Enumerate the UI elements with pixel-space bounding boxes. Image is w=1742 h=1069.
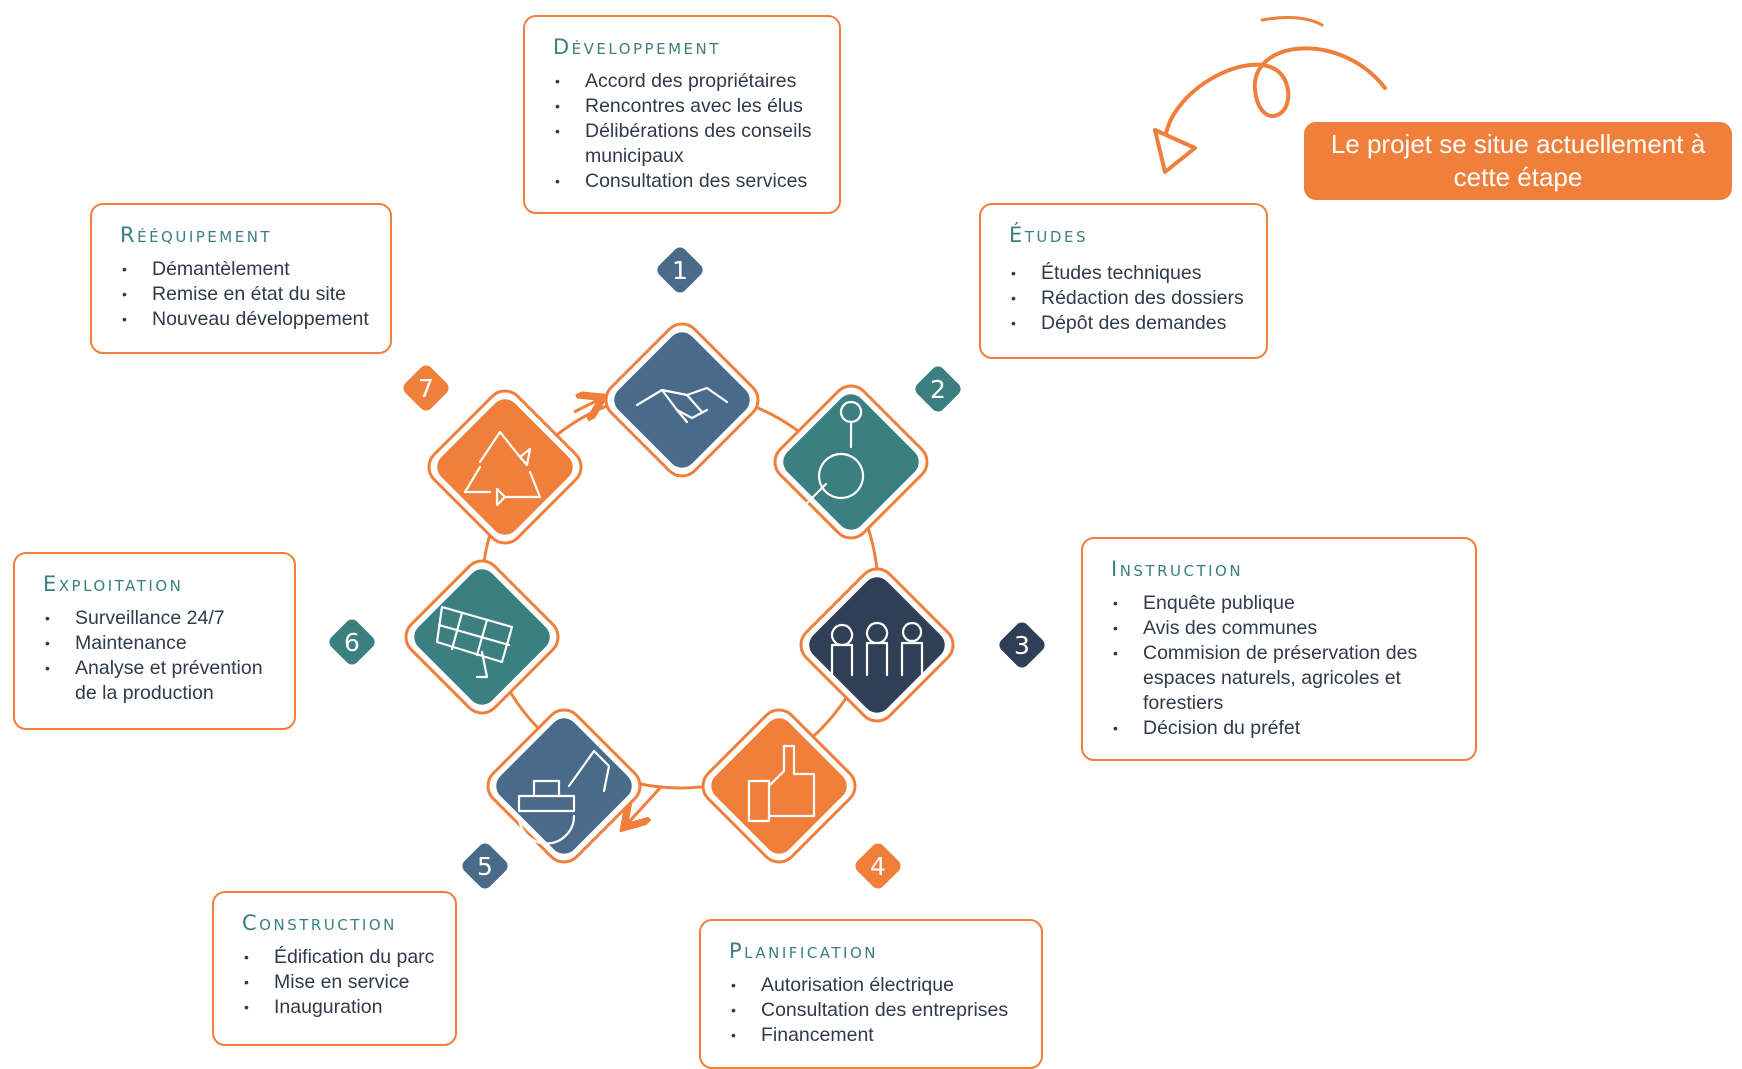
list-item: Rencontres avec les élus — [553, 94, 819, 119]
step-title: Développement — [553, 35, 721, 59]
list-item: Édification du parc — [242, 945, 435, 970]
step-tile-4 — [701, 708, 857, 864]
handshake-icon — [635, 386, 729, 424]
magnifier-pin-icon — [804, 400, 865, 506]
step-number-badge-1: 1 — [657, 247, 703, 293]
step-title: Instruction — [1111, 557, 1244, 581]
people-icon — [830, 621, 924, 677]
list-item: Décision du préfet — [1111, 716, 1455, 741]
badge-shape — [915, 366, 961, 412]
list-item: Démantèlement — [120, 257, 370, 282]
badge-number: 6 — [344, 628, 360, 657]
step-tile-6 — [404, 559, 560, 715]
list-item: Avis des communes — [1111, 616, 1455, 641]
current-step-callout: Le projet se situe actuellement à cette … — [1304, 122, 1732, 200]
list-item: Consultation des services — [553, 169, 819, 194]
tile-fill — [711, 718, 847, 854]
step-box-6: Exploitation Surveillance 24/7 Maintenan… — [13, 552, 296, 730]
step-title: Rééquipement — [120, 223, 273, 247]
badge-number: 2 — [930, 375, 946, 404]
step-title: Exploitation — [43, 572, 184, 596]
badge-shape — [329, 619, 375, 665]
list-item: Mise en service — [242, 970, 435, 995]
badge-number: 5 — [477, 852, 493, 881]
step-box-5: Construction Édification du parc Mise en… — [212, 891, 457, 1046]
step-list: Accord des propriétaires Rencontres avec… — [553, 69, 819, 194]
list-item: Consultation des entreprises — [729, 998, 1021, 1023]
tile-fill — [496, 718, 632, 854]
tile-fill — [614, 332, 750, 468]
list-item: Inauguration — [242, 995, 435, 1020]
solar-panel-icon — [435, 605, 514, 679]
badge-number: 1 — [672, 256, 688, 285]
list-item: Accord des propriétaires — [553, 69, 819, 94]
step-list: Surveillance 24/7 Maintenance Analyse et… — [43, 606, 274, 706]
list-item: Nouveau développement — [120, 307, 370, 332]
ring-arrow-7-to-1 — [573, 400, 598, 412]
step-list: Édification du parc Mise en service Inau… — [242, 945, 435, 1020]
curly-arrow-tail — [1260, 16, 1324, 27]
step-title: Planification — [729, 939, 879, 963]
badge-shape — [403, 365, 449, 411]
step-box-3: Instruction Enquête publique Avis des co… — [1081, 537, 1477, 761]
step-tile-2 — [773, 384, 929, 540]
step-number-badge-2: 2 — [915, 366, 961, 412]
badge-number: 7 — [418, 374, 434, 403]
tile-fill — [809, 577, 945, 713]
list-item: Rédaction des dossiers — [1009, 286, 1246, 311]
step-number-badge-7: 7 — [403, 365, 449, 411]
badge-shape — [462, 843, 508, 889]
list-item: Délibérations des conseils municipaux — [553, 119, 815, 169]
ring-arrow-4-to-5 — [628, 786, 662, 823]
step-list: Démantèlement Remise en état du site Nou… — [120, 257, 370, 332]
step-number-badge-3: 3 — [999, 622, 1045, 668]
step-tile-5 — [486, 708, 642, 864]
badge-shape — [657, 247, 703, 293]
list-item: Maintenance — [43, 631, 274, 656]
list-item: Analyse et prévention de la production — [43, 656, 285, 706]
tile-fill — [783, 394, 919, 530]
list-item: Autorisation électrique — [729, 973, 1021, 998]
badge-number: 3 — [1014, 631, 1030, 660]
excavator-icon — [517, 749, 611, 845]
list-item: Enquête publique — [1111, 591, 1455, 616]
step-title: Construction — [242, 911, 397, 935]
step-tile-7 — [427, 389, 583, 545]
badge-shape — [855, 843, 901, 889]
badge-shape — [999, 622, 1045, 668]
step-number-badge-5: 5 — [462, 843, 508, 889]
step-title: Études — [1009, 223, 1088, 247]
step-tile-1 — [604, 322, 760, 478]
curly-arrow — [1163, 46, 1387, 142]
list-item: Commision de préservation des espaces na… — [1111, 641, 1443, 716]
list-item: Surveillance 24/7 — [43, 606, 274, 631]
step-box-2: Études Études techniques Rédaction des d… — [979, 203, 1268, 359]
tile-fill — [437, 399, 573, 535]
step-list: Enquête publique Avis des communes Commi… — [1111, 591, 1455, 741]
step-list: Autorisation électrique Consultation des… — [729, 973, 1021, 1048]
thumbs-up-icon — [747, 744, 816, 823]
list-item: Remise en état du site — [120, 282, 370, 307]
list-item: Financement — [729, 1023, 1021, 1048]
badge-number: 4 — [870, 852, 886, 881]
step-number-badge-4: 4 — [855, 843, 901, 889]
curly-arrow-head — [1153, 128, 1197, 174]
list-item: Dépôt des demandes — [1009, 311, 1246, 336]
step-box-4: Planification Autorisation électrique Co… — [699, 919, 1043, 1069]
list-item: Études techniques — [1009, 261, 1246, 286]
step-box-7: Rééquipement Démantèlement Remise en éta… — [90, 203, 392, 354]
step-tile-3 — [799, 567, 955, 723]
step-list: Études techniques Rédaction des dossiers… — [1009, 261, 1246, 336]
step-number-badge-6: 6 — [329, 619, 375, 665]
step-box-1: Développement Accord des propriétaires R… — [523, 15, 841, 214]
recycle-icon — [463, 430, 542, 507]
